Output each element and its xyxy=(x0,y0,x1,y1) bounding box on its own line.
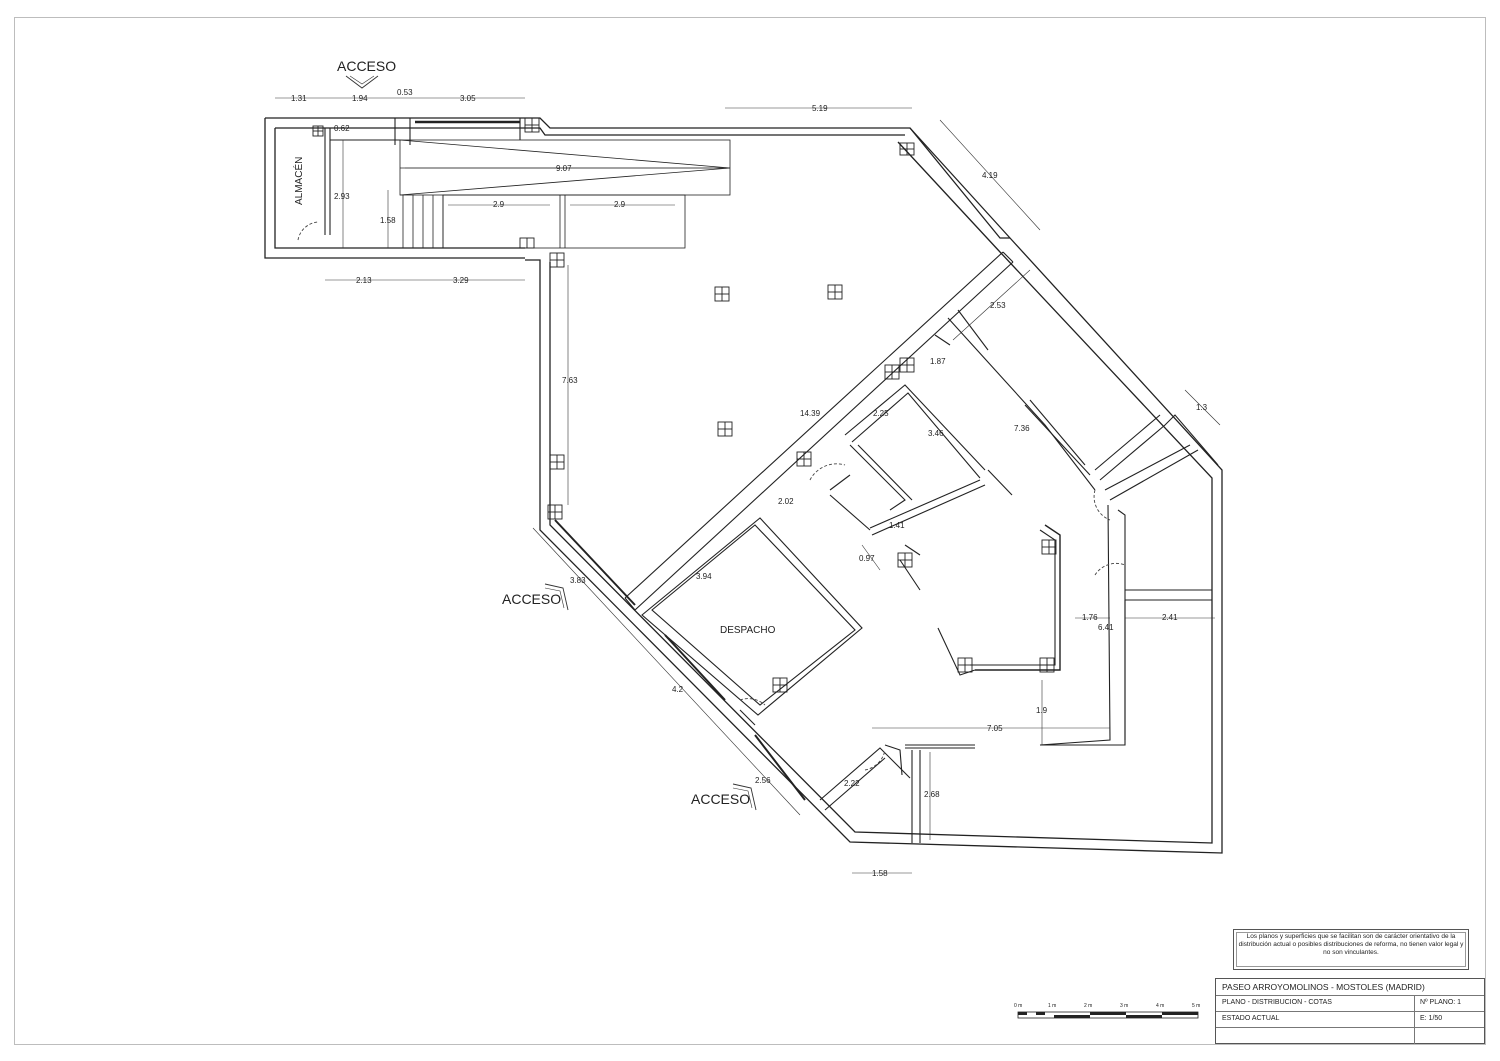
dimension-label: 6.41 xyxy=(1098,623,1114,632)
dimension-label: 1.58 xyxy=(380,216,396,225)
dimension-label: 3.46 xyxy=(928,429,944,438)
dimension-label: 14.39 xyxy=(800,409,821,418)
dimension-label: 3.94 xyxy=(696,572,712,581)
room-label-almacen: ALMACÉN xyxy=(292,157,305,205)
dimension-lines xyxy=(275,97,1221,874)
column-icon xyxy=(884,364,900,380)
scale-label: 0 m xyxy=(1014,1003,1022,1009)
dimension-label: 0.53 xyxy=(397,88,413,97)
column-icon xyxy=(827,284,843,300)
column-icon xyxy=(547,504,563,520)
plan-label: PLANO - DISTRIBUCION - COTAS xyxy=(1222,999,1332,1006)
scale-text: E: 1/50 xyxy=(1420,1015,1443,1022)
title-row-empty xyxy=(1216,1028,1484,1044)
dimension-label: 2.22 xyxy=(844,779,860,788)
dimension-label: 3.29 xyxy=(453,276,469,285)
dimension-label: 2.25 xyxy=(873,409,889,418)
column-icon xyxy=(796,451,812,467)
dimension-label: 0.97 xyxy=(859,554,875,563)
column-icon xyxy=(717,421,733,437)
dimension-label: 2.56 xyxy=(755,776,771,785)
column-icon xyxy=(772,677,788,693)
dimension-label: 2.41 xyxy=(1162,613,1178,622)
title-row-status: ESTADO ACTUAL E: 1/50 xyxy=(1216,1012,1484,1028)
dimension-labels: 1.31 1.94 0.53 3.05 5.19 0.62 9.07 2.93 … xyxy=(291,88,1208,878)
title-divider xyxy=(1414,996,1415,1044)
scale-label: 1 m xyxy=(1048,1003,1056,1009)
dimension-label: 5.19 xyxy=(812,104,828,113)
column-icon xyxy=(899,357,915,373)
column-icon xyxy=(549,454,565,470)
scale-label: 5 m xyxy=(1192,1003,1200,1009)
dimension-label: 1.58 xyxy=(872,869,888,878)
column-icon xyxy=(1039,657,1055,673)
access-arrow-icon xyxy=(732,783,757,811)
disclaimer-text: Los planos y superficies que se facilita… xyxy=(1238,933,1464,956)
dimension-label: 1.94 xyxy=(352,94,368,103)
access-arrow-icon xyxy=(345,75,379,89)
access-label: ACCESO xyxy=(691,791,750,807)
dimension-label: 1.87 xyxy=(930,357,946,366)
dimension-label: 2.9 xyxy=(493,200,505,209)
column-icon xyxy=(899,142,915,156)
column-icon xyxy=(549,252,565,268)
staircase xyxy=(399,139,731,249)
dimension-label: 2.9 xyxy=(614,200,626,209)
title-block: PASEO ARROYOMOLINOS - MOSTOLES (MADRID) … xyxy=(1215,978,1485,1044)
column-icon xyxy=(524,117,540,133)
dimension-label: 9.07 xyxy=(556,164,572,173)
access-markers: ACCESO ACCESO ACCESO xyxy=(337,58,757,811)
dimension-label: 1.76 xyxy=(1082,613,1098,622)
dimension-label: 4.2 xyxy=(672,685,684,694)
dimension-label: 0.62 xyxy=(334,124,350,133)
dimension-label: 3.05 xyxy=(460,94,476,103)
dimension-label: 3.83 xyxy=(570,576,586,585)
column-icon xyxy=(519,237,535,249)
column-icon xyxy=(957,657,973,673)
dimension-label: 2.93 xyxy=(334,192,350,201)
dimension-label: 1.9 xyxy=(1036,706,1048,715)
title-row-address: PASEO ARROYOMOLINOS - MOSTOLES (MADRID) xyxy=(1216,979,1484,996)
scale-label: 4 m xyxy=(1156,1003,1164,1009)
column-icon xyxy=(714,286,730,302)
scale-label: 2 m xyxy=(1084,1003,1092,1009)
disclaimer-note: Los planos y superficies que se facilita… xyxy=(1233,929,1469,970)
dimension-label: 2.13 xyxy=(356,276,372,285)
dimension-label: 2.68 xyxy=(924,790,940,799)
column-icon xyxy=(897,552,913,568)
dimension-label: 2.02 xyxy=(778,497,794,506)
door-swings xyxy=(297,221,1126,771)
title-row-plan: PLANO - DISTRIBUCION - COTAS Nº PLANO: 1 xyxy=(1216,996,1484,1012)
dimension-label: 7.36 xyxy=(1014,424,1030,433)
dimension-label: 1.41 xyxy=(889,521,905,530)
address-text: PASEO ARROYOMOLINOS - MOSTOLES (MADRID) xyxy=(1222,982,1425,992)
scale-label: 3 m xyxy=(1120,1003,1128,1009)
access-label: ACCESO xyxy=(502,591,561,607)
inner-walls xyxy=(324,118,1219,843)
status-text: ESTADO ACTUAL xyxy=(1222,1015,1280,1022)
dimension-label: 2.53 xyxy=(990,301,1006,310)
dimension-label: 7.05 xyxy=(987,724,1003,733)
column-icon xyxy=(1041,539,1057,555)
access-arrow-icon xyxy=(544,583,569,611)
dimension-label: 4.19 xyxy=(982,171,998,180)
dimension-label: 1.3 xyxy=(1196,403,1208,412)
scale-bar: 0 m 1 m 2 m 3 m 4 m 5 m xyxy=(1014,1003,1200,1019)
outer-walls xyxy=(264,117,1223,854)
plan-number: Nº PLANO: 1 xyxy=(1420,999,1462,1006)
column-icon xyxy=(312,125,324,137)
columns xyxy=(312,117,1057,693)
dimension-label: 7.63 xyxy=(562,376,578,385)
dimension-label: 1.31 xyxy=(291,94,307,103)
sheet-frame xyxy=(14,17,1486,1045)
note-border xyxy=(1236,932,1466,967)
access-label: ACCESO xyxy=(337,58,396,74)
room-label-despacho: DESPACHO xyxy=(720,625,776,636)
